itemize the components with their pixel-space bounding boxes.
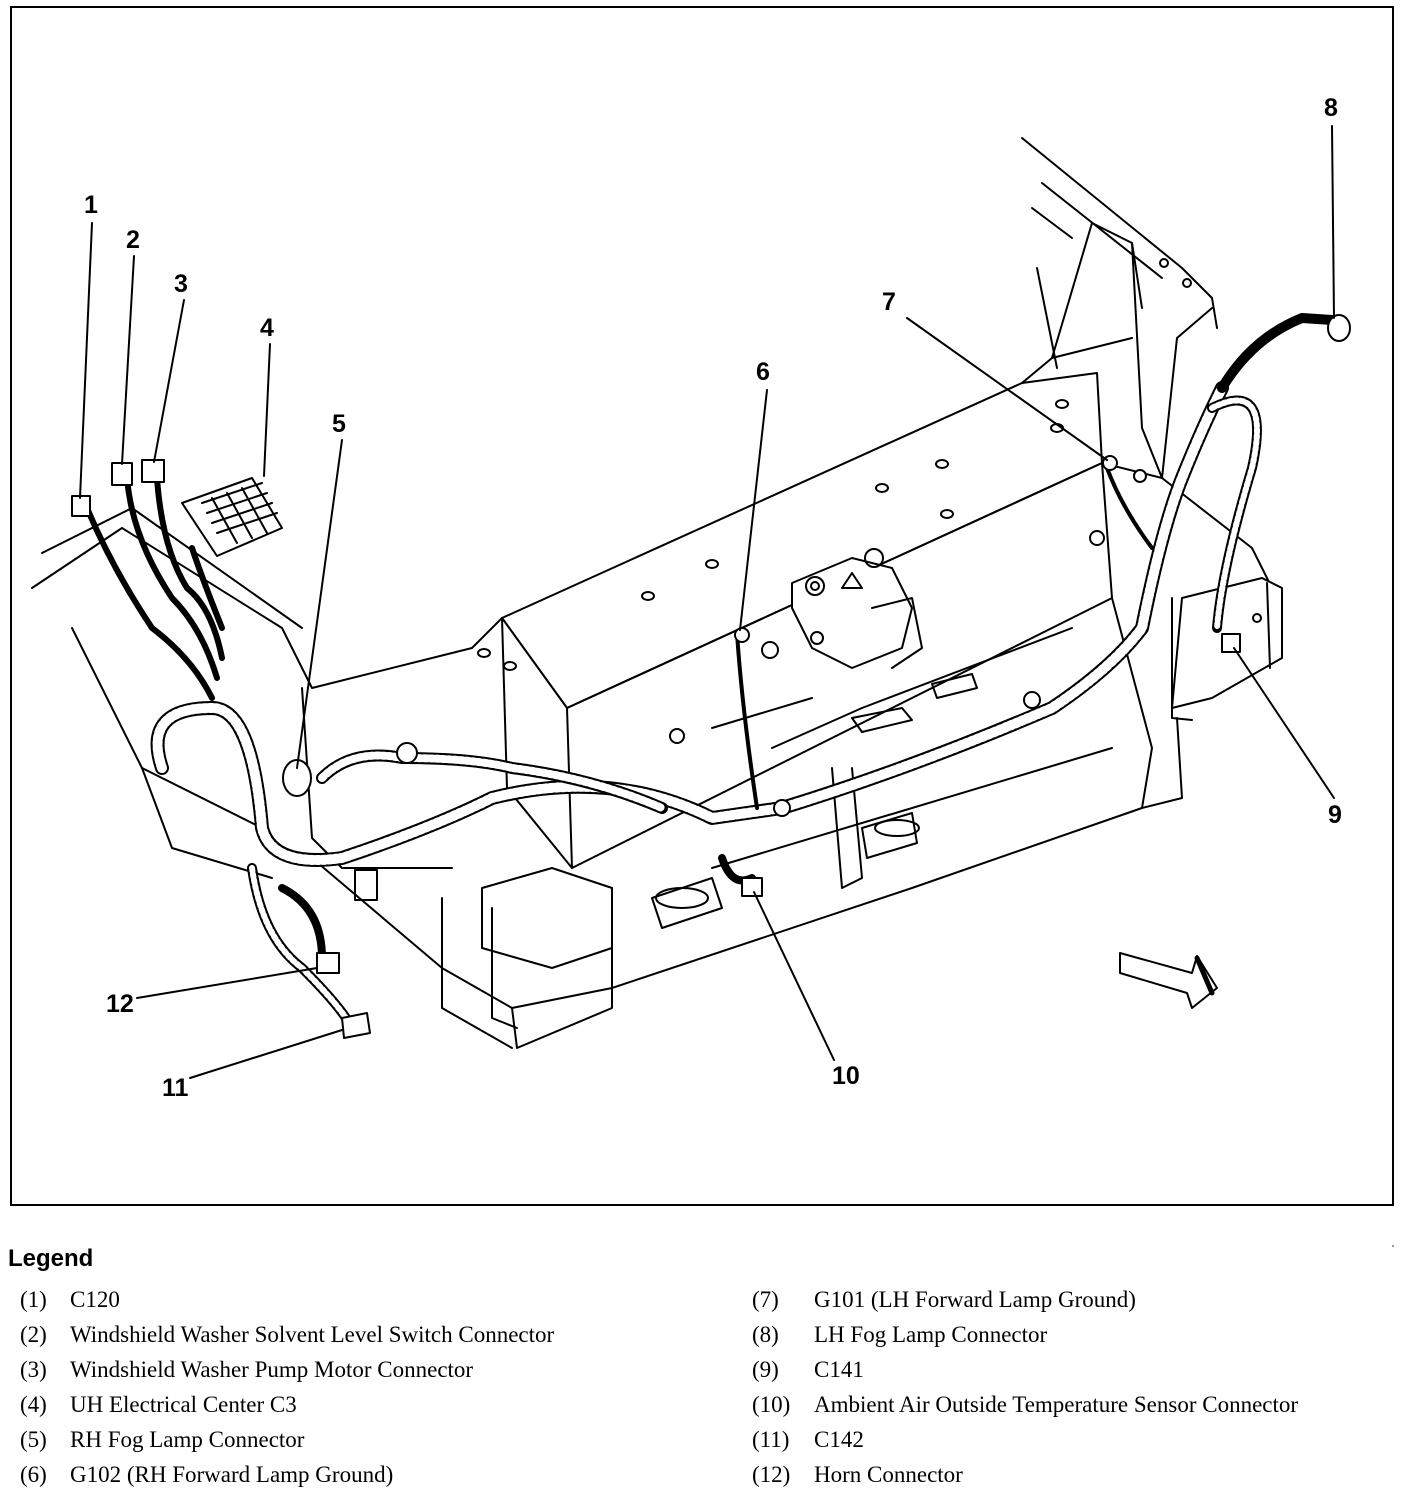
diagram-frame: 1 2 3 4 5 6 7 8 9 10 11 12 [10,6,1394,1206]
legend-item: (7) G101 (LH Forward Lamp Ground) [752,1282,1298,1317]
connector-c120 [71,495,91,517]
legend-text: C142 [814,1426,864,1452]
legend-item: (3) Windshield Washer Pump Motor Connecto… [20,1352,554,1387]
legend-text: Windshield Washer Pump Motor Connector [70,1356,474,1382]
connector-pump-motor [141,459,165,483]
legend-num: (7) [752,1286,779,1312]
legend-item: (12) Horn Connector [752,1457,1298,1492]
legend-num: (3) [20,1356,47,1382]
connector-horn [316,952,340,974]
connector-solvent-switch [111,462,133,486]
connector-lh-fog-lamp [1327,314,1351,342]
legend-item: (9) C141 [752,1352,1298,1387]
callout-5: 5 [332,410,346,438]
callout-7: 7 [882,288,896,316]
legend-text: Horn Connector [814,1461,963,1487]
callout-8: 8 [1324,94,1338,122]
legend-text: RH Fog Lamp Connector [70,1426,305,1452]
legend-item: (10) Ambient Air Outside Temperature Sens… [752,1387,1298,1422]
wiring-harness [84,313,1337,1033]
callout-3: 3 [174,270,188,298]
legend-item: (8) LH Fog Lamp Connector [752,1317,1298,1352]
legend-title: Legend [8,1245,94,1272]
legend-num: (5) [20,1426,47,1452]
legend-num: (11) [752,1426,790,1452]
callout-1: 1 [84,191,98,219]
legend-item: (2) Windshield Washer Solvent Level Switc… [20,1317,554,1352]
connectors [71,314,1351,1039]
callout-4: 4 [260,314,274,342]
legend-num: (9) [752,1356,779,1382]
leader-lines [79,125,1335,1079]
wiring-diagram: 1 2 3 4 5 6 7 8 9 10 11 12 [31,94,1351,1102]
callout-2: 2 [126,226,140,254]
callout-9: 9 [1328,801,1342,829]
legend-column-right: (7) G101 (LH Forward Lamp Ground) (8) LH F… [752,1282,1298,1492]
callout-10: 10 [832,1062,860,1090]
legend-item: (1) C120 [20,1282,554,1317]
legend-num: (2) [20,1321,47,1347]
legend-num: (1) [20,1286,47,1312]
legend-text: Windshield Washer Solvent Level Switch C… [70,1321,555,1347]
legend-num: (12) [752,1461,791,1487]
connector-ambient-temp-sensor [741,877,763,897]
connector-c142 [341,1012,371,1039]
callout-numbers: 1 2 3 4 5 6 7 8 9 10 11 12 [84,94,1342,1102]
legend-num: (8) [752,1321,779,1347]
legend-text: C141 [814,1356,864,1382]
legend-num: (10) [752,1391,791,1417]
scan-speck [1392,1245,1394,1247]
legend-text: C120 [70,1286,120,1312]
legend-text: Ambient Air Outside Temperature Sensor C… [814,1391,1299,1417]
callout-6: 6 [756,358,770,386]
legend-item: (5) RH Fog Lamp Connector [20,1422,554,1457]
radiator-support [31,137,1283,1049]
legend-num: (6) [20,1461,47,1487]
legend-text: G102 (RH Forward Lamp Ground) [70,1461,394,1487]
legend-item: (6) G102 (RH Forward Lamp Ground) [20,1457,554,1492]
legend-text: G101 (LH Forward Lamp Ground) [814,1286,1136,1312]
legend-column-left: (1) C120 (2) Windshield Washer Solvent Lev… [20,1282,554,1492]
legend-num: (4) [20,1391,47,1417]
legend-item: (11) C142 [752,1422,1298,1457]
legend-text: LH Fog Lamp Connector [814,1321,1048,1347]
connector-rh-fog-lamp [282,759,312,797]
legend-text: UH Electrical Center C3 [70,1391,297,1417]
connector-c141 [1221,633,1241,653]
callout-12: 12 [106,990,134,1018]
connector-electrical-center-c3 [181,477,283,557]
ground-g102 [734,627,750,643]
callout-11: 11 [162,1074,189,1102]
legend-item: (4) UH Electrical Center C3 [20,1387,554,1422]
